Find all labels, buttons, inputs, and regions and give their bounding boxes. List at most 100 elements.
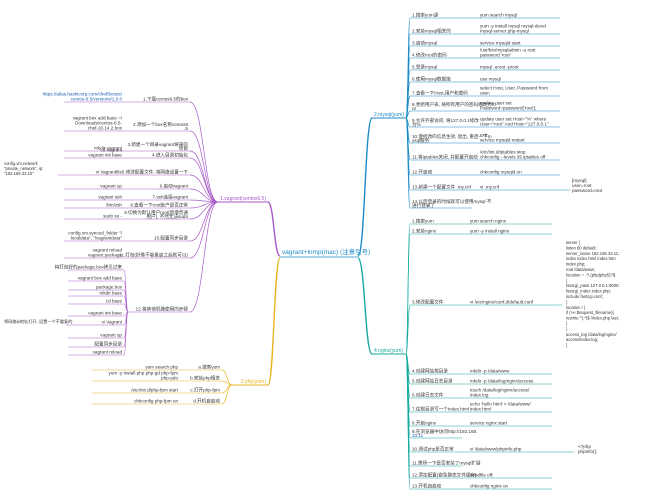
- php-step-label[interactable]: d.开机自启动: [193, 398, 220, 405]
- vm-step-label[interactable]: .5: [184, 126, 188, 131]
- mysql-detail-text: update user set Host="%" where: [480, 117, 547, 122]
- vm-step-label[interactable]: 9.切换为默认用户root(新增普通: [124, 209, 188, 216]
- mysql-step-label[interactable]: ot: [412, 106, 417, 111]
- mysql-step-label[interactable]: 为%: [412, 121, 421, 128]
- mysql-step-label[interactable]: 11.将iptables关闭, 并配置开启动: [412, 154, 478, 161]
- mysql-code-text: [mysql]: [572, 178, 587, 183]
- vm-step-label[interactable]: 8.查看一下root账户是否正常: [130, 202, 188, 209]
- nginx-detail-text: touch /data/log/nginx/access/: [470, 388, 530, 393]
- nginx-step-label[interactable]: 12.添加配置(避免静态文件缓存): [412, 472, 477, 479]
- mysql-step-label[interactable]: 2.安装mysql相关的: [412, 28, 451, 35]
- mysql-step-label[interactable]: ysql服务: [412, 137, 430, 144]
- mysql-detail-text: mysql -uroot -proot: [480, 65, 519, 70]
- php-step-label[interactable]: b.安装php相关: [190, 375, 220, 382]
- mysql-step-label[interactable]: 6.使用mysql数据库: [412, 76, 451, 83]
- mysql-step-label[interactable]: 10.使修改的信息生效, 退出, 重启一下m: [412, 133, 492, 140]
- vm-detail-text: cd vagrant: [101, 148, 123, 153]
- php-branch-title[interactable]: 3.php(yum): [241, 379, 267, 385]
- vm-step-label[interactable]: 6.启动vagrant: [160, 183, 189, 190]
- vm-detail-text: https://atlas.hashicorp.com/chef/boxes/: [43, 92, 123, 97]
- nginx-step-label[interactable]: 13.开机自启动: [412, 483, 442, 490]
- vm-detail-text: 配置同步目录: [94, 341, 122, 348]
- nginx-step-label[interactable]: 7.往根目录写一个index.html: [412, 406, 469, 413]
- vm-step-link: [189, 130, 219, 203]
- nginx-step-label[interactable]: 9.在浏览器中访问http://192.168.: [412, 428, 477, 435]
- php-step-label[interactable]: a.搜索yum: [198, 364, 220, 371]
- vm-step-label[interactable]: 3.新建一个目录vagrant将来的: [128, 141, 189, 148]
- vm-detail-text: vagrant reload: [93, 248, 123, 253]
- nginx-detail-text: mkdir -p /data/log/nginx/access: [470, 379, 534, 384]
- mysql-step-label[interactable]: 4.修改root的密码: [412, 52, 447, 59]
- vm-step-label[interactable]: 4.进入目录初始化: [152, 152, 188, 159]
- mysql-detail-text: select Host, User, Password from: [480, 86, 548, 91]
- vm-detail-text: vagrant init base: [88, 311, 122, 316]
- vm-step-label[interactable]: 用户), 不然无法sudo: [146, 213, 188, 220]
- nginx-code-text: phpinfo();: [578, 449, 597, 454]
- root-node[interactable]: vagrant+lnmp(mac) (注意引号): [282, 247, 370, 256]
- nginx-step-label[interactable]: 11.需所一下是否安装了mysql扩展: [412, 460, 481, 467]
- nginx-conf-line: }: [566, 299, 568, 304]
- mysql-detail-text: exit: [480, 133, 488, 138]
- mysql-step-label[interactable]: 9.允许外部访问, 将127.0.0.1修改: [412, 117, 479, 124]
- nginx-step-label[interactable]: 1.搜索yum: [412, 218, 434, 225]
- vm-step-label[interactable]: 10.配置同步目录: [154, 235, 188, 242]
- mysql-step-label[interactable]: 5.登录mysql: [412, 64, 437, 70]
- php-step-label[interactable]: c.打开php-fpm: [190, 387, 220, 394]
- vm-detail-link: [123, 303, 129, 313]
- nginx-step-label[interactable]: 3.修改配置文件: [412, 299, 444, 306]
- nginx-conf-line: rewrite ^(.*)$ /index.php last;: [566, 316, 619, 321]
- nginx-conf-line: }: [566, 343, 568, 348]
- mind-map-links: [58, 17, 574, 490]
- mysql-step-label[interactable]: 1.搜索yum源: [412, 12, 439, 19]
- mysql-detail-text: User="root" And Host="127.0.0.1": [480, 122, 549, 127]
- vm-detail-text: vagrant up: [100, 333, 122, 338]
- vm-detail-text: vagrant box add base: [78, 276, 123, 281]
- mysql-step-label[interactable]: 8.更新用户表, 将所有用户的密码修改为ro: [412, 101, 496, 108]
- vm-step-label[interactable]: 2.添加一个box名称centos6: [133, 121, 188, 128]
- mysql-step-label[interactable]: 7.查看一下Host,用户和密码: [412, 90, 468, 97]
- php-detail-text: yum search php: [145, 365, 178, 370]
- vm-step-link: [189, 157, 219, 203]
- vm-step-label[interactable]: 11.打包(好像不能重启之后就可以): [119, 252, 188, 259]
- mysql-step-label[interactable]: 进行登录了: [412, 202, 435, 209]
- mysql-step-label[interactable]: 14.以后登录的时候就可以使用mysql 不: [412, 198, 492, 205]
- vm-detail-text: mkdir vagrant: [94, 146, 123, 151]
- nginx-branch-title[interactable]: 4.nginx(yum): [374, 348, 403, 354]
- nginx-conf-line: fastcgi_index index.php;: [566, 289, 611, 294]
- nginx-step-label[interactable]: 4.创建网站根目录: [412, 368, 448, 375]
- mysql-detail-text: vi .my.cnf: [480, 185, 500, 190]
- vm-detail-text: /bin/zsh: [106, 203, 122, 208]
- vm-step-label[interactable]: 7.ssh连接vagrant: [153, 194, 189, 201]
- nginx-detail-text: mkdir -p /data/www: [470, 369, 510, 374]
- mysql-detail-text: /usr/bin/mysqladmin -u root: [480, 48, 536, 53]
- vm-step-label[interactable]: 5.修改配置文件, 将网络设置一下: [122, 169, 189, 176]
- vm-note-text: 将网络ip地址打开, 设置一个不重复的: [4, 318, 72, 325]
- vm-step-label[interactable]: 项目: [179, 146, 188, 152]
- mysql-branch-link: [357, 117, 373, 257]
- mysql-detail-text: yum -y install mysql mysql-devel: [480, 24, 546, 29]
- vm-step-label[interactable]: 12.将其他机器使用的步骤: [136, 306, 189, 313]
- vm-detail-text: vagrant up: [100, 184, 122, 189]
- nginx-conf-line: if (!-e $request_filename){: [566, 310, 615, 315]
- mysql-step-label[interactable]: 13.新建一个配置文件 .my.cnf: [412, 184, 472, 191]
- nginx-step-label[interactable]: 2.安装nginx: [412, 228, 437, 235]
- nginx-step-label[interactable]: 33.11: [412, 433, 424, 438]
- vm-branch-title[interactable]: 1.vagrant(centos6.5): [220, 196, 266, 202]
- vm-detail-text: mkdir base: [100, 291, 123, 296]
- nginx-step-label[interactable]: 5.创建网站日志目录: [412, 378, 453, 385]
- nginx-step-label[interactable]: 8.开启nginx: [412, 420, 437, 427]
- mysql-detail-text: chkconfig mysqld on: [480, 170, 522, 175]
- mysql-step-label[interactable]: 3.启动mysql: [412, 40, 437, 47]
- mysql-branch-title[interactable]: 2.mysql(yum): [374, 112, 404, 118]
- vm-step-link: [189, 201, 219, 313]
- nginx-conf-line: include fastcgi.conf;: [566, 294, 603, 299]
- nginx-step-label[interactable]: 10.测试php是否正常: [412, 446, 454, 453]
- mysql-detail-text: password 'root': [480, 53, 511, 58]
- mysql-step-label[interactable]: 12.开启动: [412, 169, 433, 176]
- nginx-conf-line: access/index.log;: [566, 337, 598, 342]
- nginx-step-label[interactable]: 6.创建日志文件: [412, 392, 444, 399]
- mysql-detail-text: chkconfig --levels 35 iptables off: [480, 155, 546, 160]
- php-detail-text: php-pdo: [161, 376, 178, 381]
- nginx-detail-text: echo 'hello html' > /data/www/: [470, 402, 531, 407]
- vm-step-label[interactable]: 1.下载centos6.5的box: [143, 96, 189, 103]
